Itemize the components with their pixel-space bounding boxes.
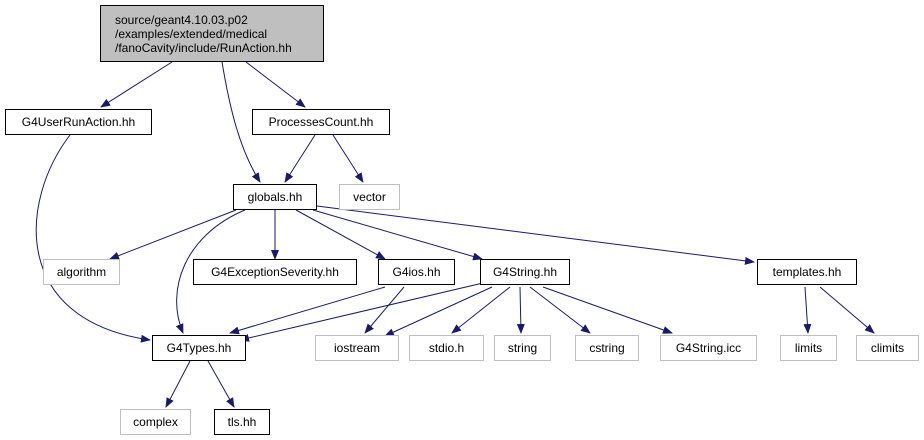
- node-climits: climits: [856, 335, 919, 361]
- root-path-line-2: /examples/extended/medical: [115, 26, 268, 41]
- edge-runaction-globals: [221, 61, 261, 183]
- edge-globals-templates: [316, 205, 755, 265]
- edge-runaction-processescount: [245, 61, 306, 108]
- node-vector: vector: [339, 184, 400, 210]
- node-processescount-hh[interactable]: ProcessesCount.hh: [252, 109, 390, 135]
- node-limits: limits: [780, 335, 837, 361]
- node-complex: complex: [120, 409, 191, 435]
- edge-globals-algorithm: [109, 209, 237, 260]
- node-templates-hh[interactable]: templates.hh: [757, 259, 857, 285]
- node-g4string-icc: G4String.icc: [660, 335, 757, 361]
- node-runaction-hh[interactable]: source/geant4.10.03.p02 /examples/extend…: [100, 5, 324, 62]
- node-g4string-hh[interactable]: G4String.hh: [480, 259, 570, 285]
- root-path-line-1: source/geant4.10.03.p02: [115, 12, 248, 27]
- node-g4ios-hh[interactable]: G4ios.hh: [378, 259, 455, 285]
- edge-g4string-stdio: [451, 286, 511, 334]
- edge-globals-g4ios: [295, 209, 386, 260]
- edge-g4ios-iostream: [364, 286, 405, 334]
- edge-g4types-tls: [207, 360, 235, 408]
- edge-processescount-globals: [284, 134, 316, 183]
- node-stdio-h: stdio.h: [409, 335, 484, 361]
- node-globals-hh[interactable]: globals.hh: [233, 184, 317, 210]
- node-algorithm: algorithm: [43, 259, 120, 285]
- edge-templates-climits: [819, 286, 875, 334]
- edge-g4string-cstring: [529, 286, 591, 334]
- edge-g4string-string: [516, 286, 525, 334]
- root-path-line-3: /fanoCavity/include/RunAction.hh: [115, 40, 292, 55]
- edge-g4ios-g4types: [229, 286, 386, 335]
- edge-runaction-g4userrunaction: [100, 61, 173, 108]
- node-iostream: iostream: [315, 335, 399, 361]
- node-cstring: cstring: [575, 335, 639, 361]
- node-g4exceptionseverity-hh[interactable]: G4ExceptionSeverity.hh: [193, 259, 357, 285]
- edge-g4string-g4types: [239, 282, 484, 342]
- node-tls-hh[interactable]: tls.hh: [214, 409, 270, 435]
- edge-g4types-complex: [165, 360, 191, 408]
- edge-globals-g4types: [175, 209, 246, 334]
- edge-globals-g4string: [312, 209, 483, 261]
- edge-g4userrunaction-g4types: [35, 134, 151, 343]
- node-string: string: [494, 335, 551, 361]
- edge-templates-limits: [803, 286, 812, 334]
- edge-processescount-vector: [332, 134, 364, 183]
- edge-g4string-g4stringicc: [542, 286, 673, 334]
- node-g4userrunaction-hh[interactable]: G4UserRunAction.hh: [5, 109, 152, 135]
- edge-g4string-iostream: [384, 286, 493, 337]
- node-g4types-hh[interactable]: G4Types.hh: [152, 335, 246, 361]
